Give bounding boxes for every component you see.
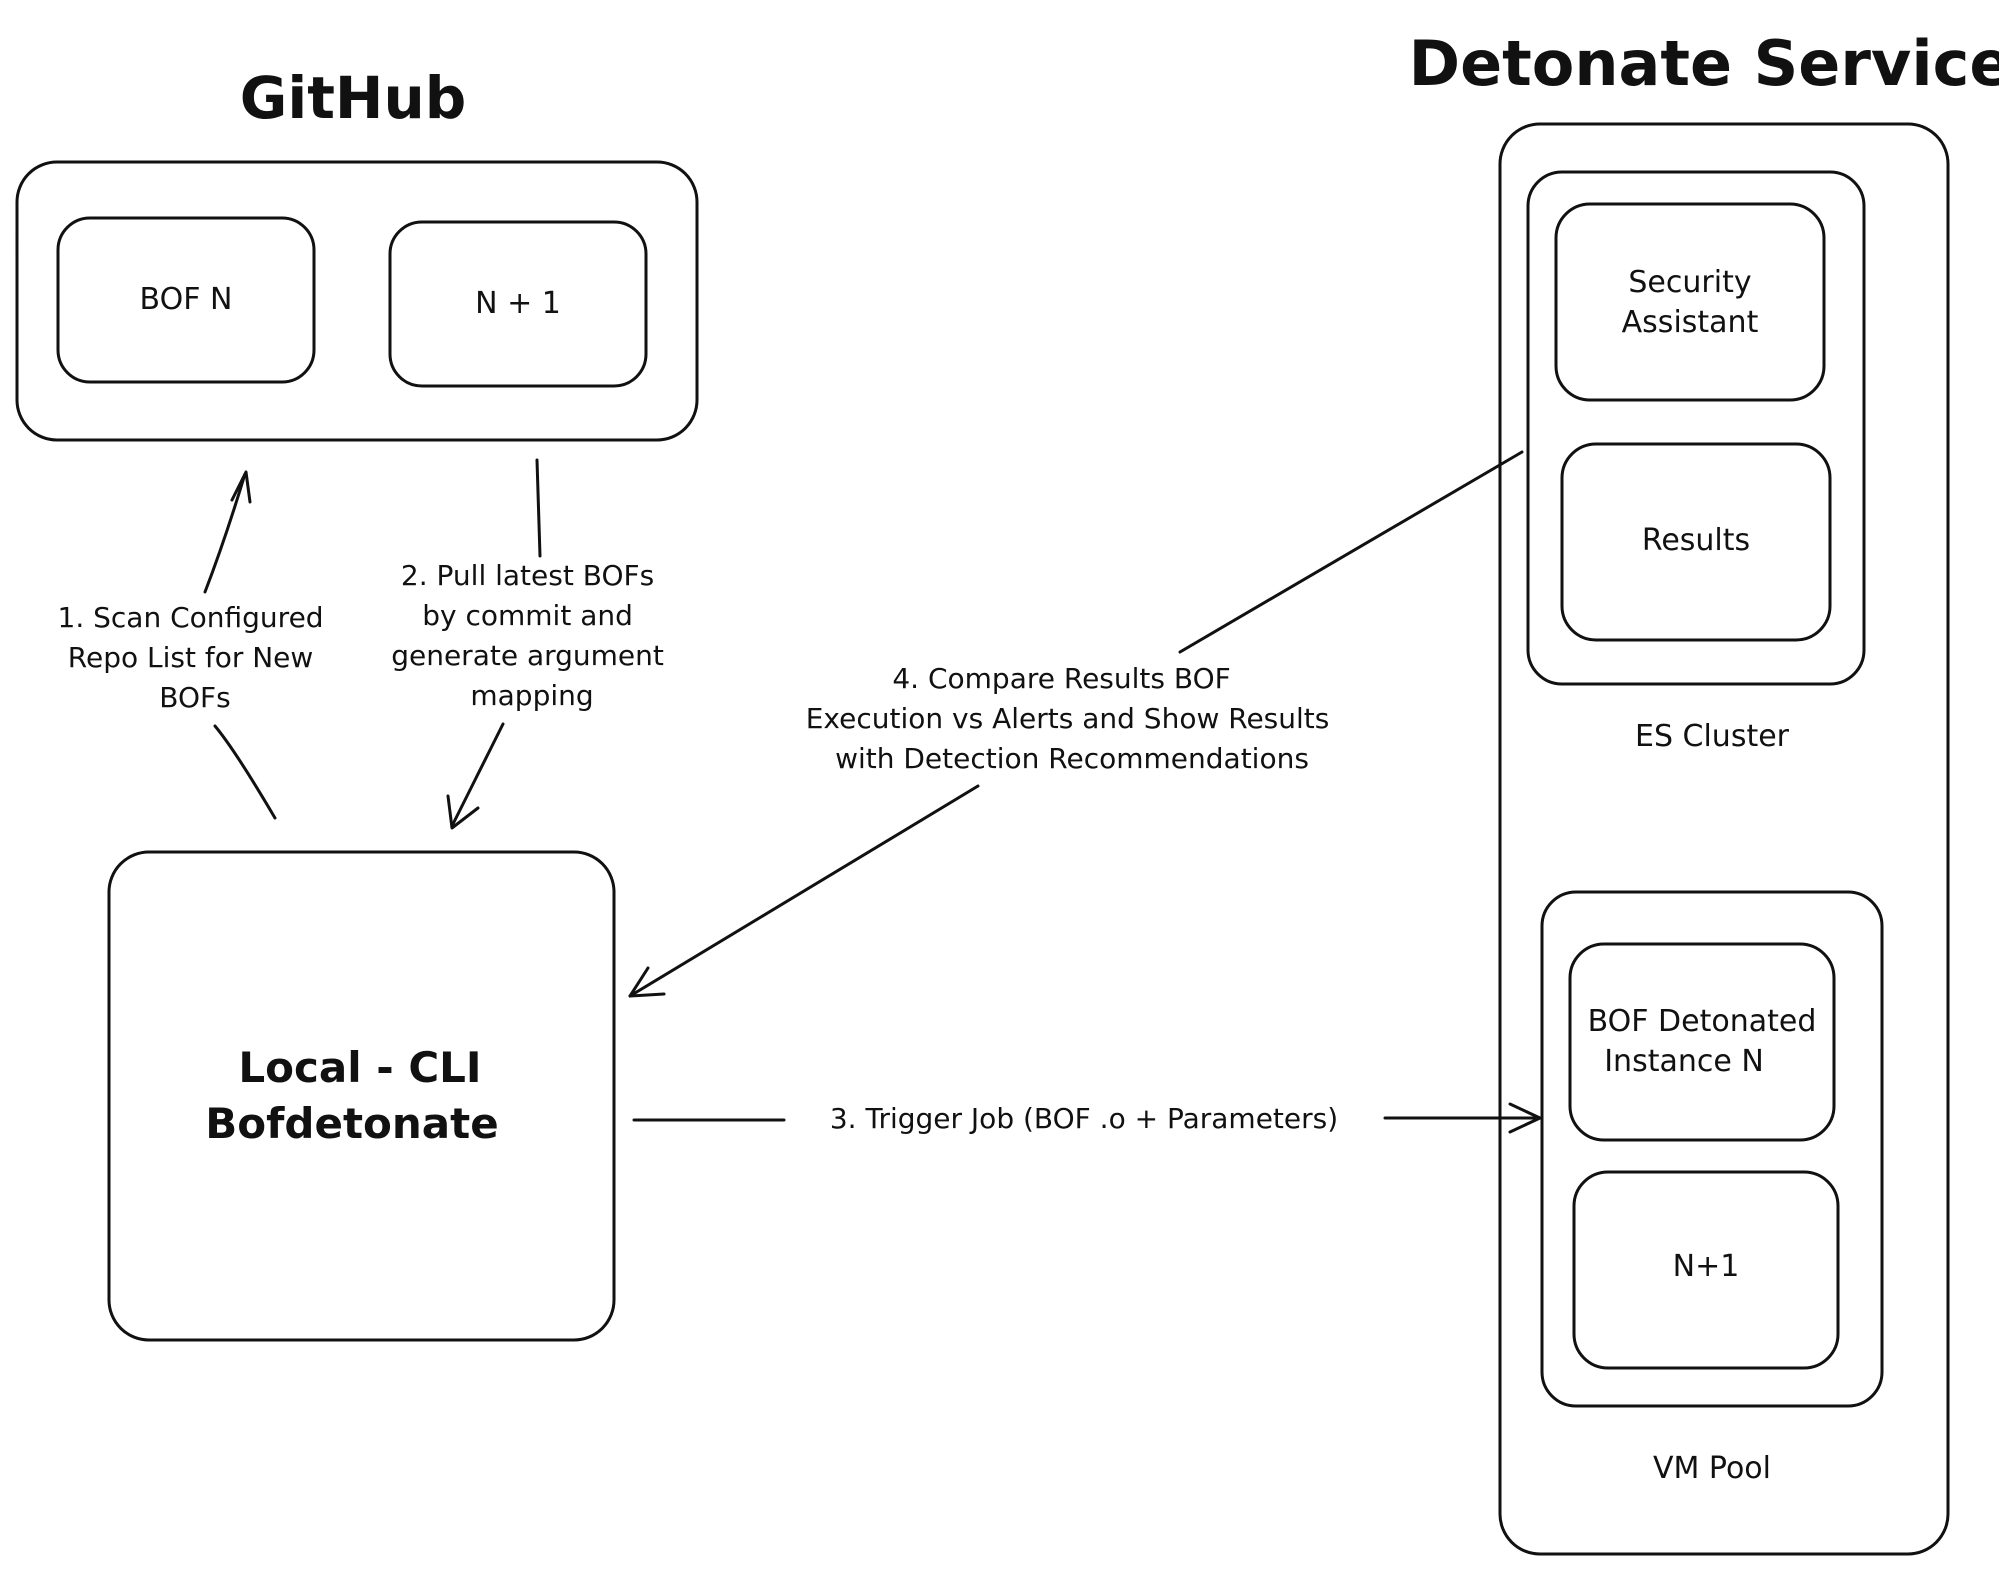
- arrow-step4-line-upper: [1178, 450, 1524, 654]
- vm-pool-container: [1540, 890, 1884, 1408]
- step1-label: 1. Scan Configured Repo List for New BOF…: [58, 601, 333, 714]
- arrow-step2-line-upper: [535, 458, 542, 558]
- results-box: [1560, 442, 1832, 642]
- results-label: Results: [1642, 523, 1750, 558]
- arrow-step1-line-upper: [203, 472, 247, 594]
- step2-line3: generate argument: [391, 639, 664, 672]
- step1-line2: Repo List for New: [68, 641, 314, 674]
- detonate-service-title: Detonate Service: [1409, 27, 1999, 100]
- step2-line4: mapping: [470, 679, 593, 712]
- bof-instance-line2: Instance N: [1604, 1044, 1764, 1079]
- step2-line2: by commit and: [422, 599, 633, 632]
- arrow-step3-head: [1508, 1102, 1542, 1134]
- es-cluster-label: ES Cluster: [1635, 719, 1790, 754]
- local-cli-line1: Local - CLI: [238, 1043, 481, 1092]
- step3-label: 3. Trigger Job (BOF .o + Parameters): [830, 1102, 1338, 1135]
- vm-n-plus-1-label: N+1: [1673, 1249, 1740, 1284]
- arrow-step1-line: [213, 724, 277, 820]
- step2-label: 2. Pull latest BOFs by commit and genera…: [391, 559, 673, 712]
- step2-line1: 2. Pull latest BOFs: [401, 559, 654, 592]
- bof-n-box: [56, 216, 316, 384]
- vm-n-plus-1-box: [1572, 1170, 1840, 1370]
- arrow-step2-head: [446, 794, 480, 830]
- step4-line1: 4. Compare Results BOF: [892, 662, 1230, 695]
- security-assistant-line1: Security: [1628, 265, 1751, 300]
- vm-pool-label: VM Pool: [1653, 1451, 1771, 1486]
- arrow-step4-line: [628, 784, 980, 998]
- arrow-step4-head: [628, 966, 666, 998]
- n-plus-1-label: N + 1: [475, 286, 561, 321]
- detonate-service-container: [1498, 122, 1950, 1556]
- arrow-step2-line: [450, 722, 505, 828]
- step4-line2: Execution vs Alerts and Show Results: [806, 702, 1330, 735]
- step4-label: 4. Compare Results BOF Execution vs Aler…: [806, 662, 1339, 775]
- arrow-step1-head: [230, 470, 252, 504]
- local-cli-line2: Bofdetonate: [205, 1099, 498, 1148]
- github-container: [15, 160, 699, 442]
- local-cli-box: [107, 850, 616, 1342]
- step1-line1: 1. Scan Configured: [58, 601, 324, 634]
- bof-instance-line1: BOF Detonated: [1588, 1004, 1817, 1039]
- github-title: GitHub: [240, 64, 467, 132]
- step1-line3: BOFs: [159, 681, 230, 714]
- security-assistant-line2: Assistant: [1622, 305, 1759, 340]
- es-cluster-container: [1526, 170, 1866, 686]
- n-plus-1-box: [388, 220, 648, 388]
- security-assistant-box: [1554, 202, 1826, 402]
- bof-instance-box: [1568, 942, 1836, 1142]
- bof-n-label: BOF N: [140, 282, 233, 317]
- step4-line3: with Detection Recommendations: [835, 742, 1309, 775]
